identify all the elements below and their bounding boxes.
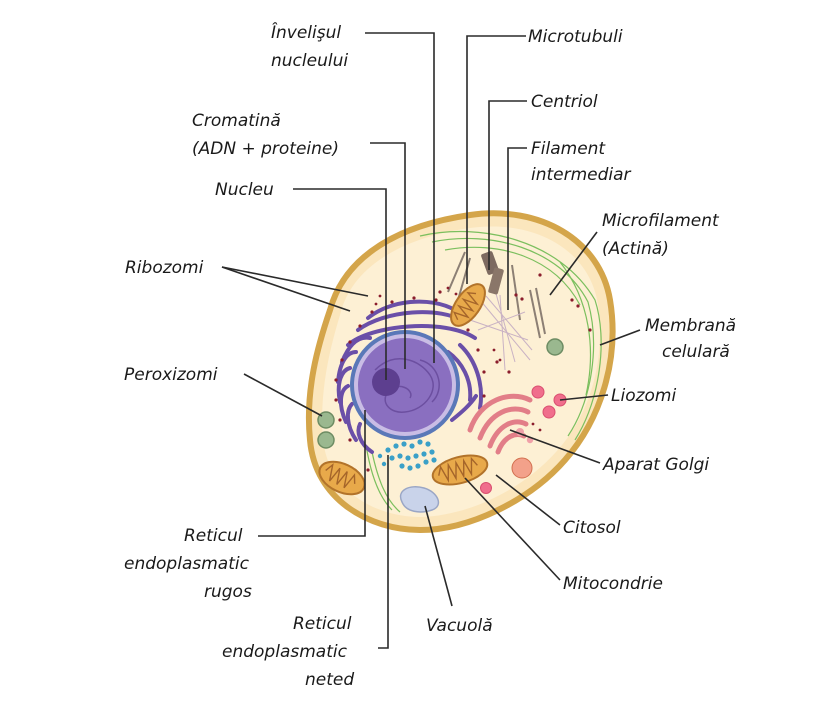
label-reticul-neted-1: Reticul [293,614,352,634]
nucleus [350,330,460,440]
label-reticul-rugos-2: endoplasmatic [124,554,250,574]
label-filament-intermediar-2: intermediar [531,165,632,185]
intermediate-filaments [469,289,533,371]
label-microfilament-1: Microfilament [602,211,720,231]
free-ribosomes [366,273,592,472]
label-ribozomi: Ribozomi [125,258,204,278]
label-centriol: Centriol [531,92,598,112]
leader-cromatina [370,142,406,369]
leader-ribozomi-2 [221,266,351,312]
label-reticul-neted-2: endoplasmatic [222,642,348,662]
mitochondria [318,283,489,496]
label-invelisul-nucleului-2: nucleului [271,51,348,71]
label-reticul-rugos-3: rugos [204,582,252,602]
label-cromatina-2: (ADN + proteine) [192,139,339,159]
leader-filament-intermediar [507,147,527,310]
golgi-apparatus [467,393,533,455]
cytosol [322,226,601,518]
microtubules [447,251,546,339]
nucleolus [372,368,400,396]
label-peroxizomi: Peroxizomi [124,365,218,385]
smooth-endoplasmic-reticulum [377,439,437,471]
label-reticul-rugos-1: Reticul [184,526,243,546]
label-liozomi: Liozomi [611,386,676,406]
leader-liozomi [559,394,609,401]
labels: Învelişul nucleului Cromatină (ADN + pro… [124,21,736,690]
centriole [481,251,504,295]
label-aparat-golgi: Aparat Golgi [602,455,709,475]
leader-microfilament [549,231,598,296]
leader-aparat-golgi [509,429,601,464]
label-cromatina-1: Cromatină [192,111,281,131]
vacuole [399,486,440,513]
leader-reticul-rugos [258,410,366,537]
leader-invelisul-nucleului [365,32,435,363]
leader-citosol [495,474,561,526]
label-reticul-neted-3: neted [305,670,354,690]
label-citosol: Citosol [563,518,621,538]
leader-lines [221,32,641,649]
label-nucleu: Nucleu [215,180,274,200]
label-microfilament-2: (Actină) [602,239,669,259]
leader-microtubuli [466,35,526,284]
leader-ribozomi-1 [221,266,369,297]
leader-membrana-celulara [599,329,641,346]
leader-reticul-neted [378,455,389,649]
leader-peroxizomi [243,373,323,417]
leader-vacuola [424,505,453,607]
leader-mitocondrie [464,477,561,581]
label-filament-intermediar-1: Filament [531,139,606,159]
label-vacuola: Vacuolă [426,616,493,636]
rough-endoplasmic-reticulum [336,299,483,454]
leader-nucleu [293,188,387,380]
label-mitocondrie: Mitocondrie [563,574,663,594]
label-microtubuli: Microtubuli [528,27,623,47]
label-membrana-celulara-1: Membrană [645,316,736,336]
leader-centriol [488,100,527,270]
label-invelisul-nucleului-1: Învelişul [271,21,341,43]
label-membrana-celulara-2: celulară [662,342,730,362]
